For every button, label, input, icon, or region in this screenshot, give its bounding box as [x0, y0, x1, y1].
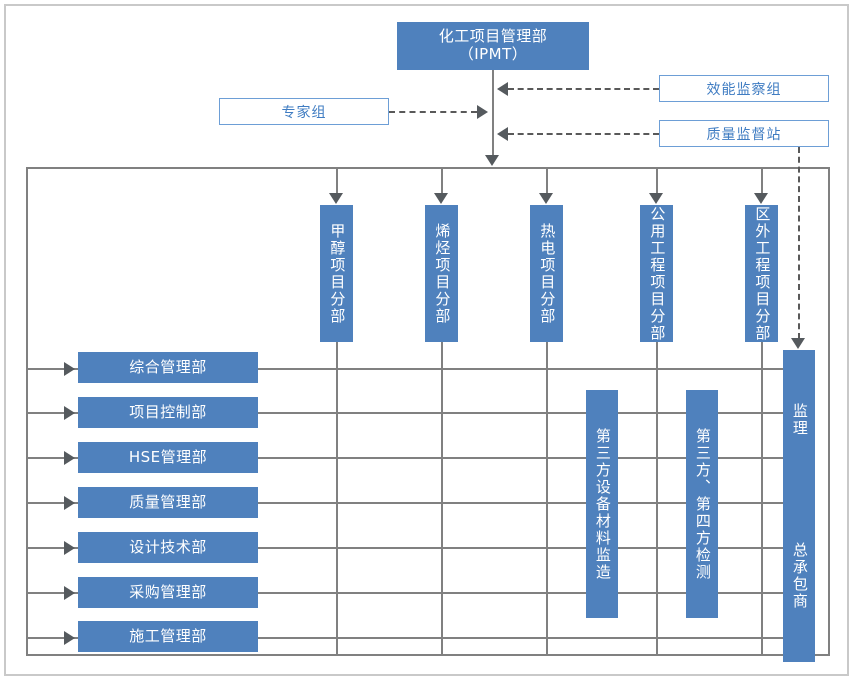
ipmt-stem-arrow-icon — [485, 155, 499, 166]
project-division-label-outzone: 区外工程项目分部 — [753, 205, 772, 342]
department-label-project-control: 项目控制部 — [129, 402, 207, 421]
dept-arrow-procurement-management-icon — [64, 586, 75, 600]
quality-supervision-connector — [508, 133, 659, 135]
division-arrow-outzone-icon — [754, 193, 768, 204]
project-division-box-outzone[interactable]: 区外工程项目分部 — [745, 205, 778, 342]
expert-group-label: 专家组 — [281, 104, 327, 121]
department-label-design-technology: 设计技术部 — [129, 537, 207, 556]
department-label-general-management: 综合管理部 — [129, 357, 207, 376]
dept-row-line-general-management — [26, 368, 798, 370]
project-division-label-thermal: 热电项目分部 — [538, 222, 557, 325]
efficiency-inspection-arrow-icon — [497, 82, 508, 96]
project-division-box-methanol[interactable]: 甲醇项目分部 — [320, 205, 353, 342]
project-division-box-thermal[interactable]: 热电项目分部 — [530, 205, 563, 342]
division-arrow-thermal-icon — [539, 193, 553, 204]
dept-arrow-design-technology-icon — [64, 541, 75, 555]
supervisor-contractor-column[interactable]: 监理 总承包商 — [783, 350, 815, 662]
division-drop-line-outzone — [761, 167, 763, 194]
project-division-box-utility[interactable]: 公用工程项目分部 — [640, 205, 673, 342]
division-drop-line-methanol — [336, 167, 338, 194]
quality-supervision-to-contractor-arrow-icon — [791, 338, 805, 349]
department-label-procurement-management: 采购管理部 — [129, 582, 207, 601]
general-contractor-label: 总承包商 — [790, 541, 809, 610]
department-label-hse-management: HSE管理部 — [128, 447, 208, 466]
dept-arrow-project-control-icon — [64, 406, 75, 420]
quality-supervision-arrow-icon — [497, 127, 508, 141]
department-box-construction-management[interactable]: 施工管理部 — [78, 621, 258, 652]
third-party-label-equipment-supervision: 第三方设备材料监造 — [593, 427, 612, 581]
department-box-general-management[interactable]: 综合管理部 — [78, 352, 258, 383]
project-division-label-utility: 公用工程项目分部 — [648, 205, 667, 342]
division-arrow-olefin-icon — [434, 193, 448, 204]
grid-vline-olefin — [441, 342, 443, 655]
quality-supervision-station-label: 质量监督站 — [706, 126, 782, 143]
grid-vline-thermal — [546, 342, 548, 655]
efficiency-inspection-group-label: 效能监察组 — [706, 81, 782, 98]
department-label-quality-management: 质量管理部 — [129, 492, 207, 511]
dept-row-line-quality-management — [26, 502, 798, 504]
third-party-column-inspection[interactable]: 第三方、第四方检测 — [686, 390, 718, 618]
project-divisions-spine — [336, 167, 761, 169]
department-box-project-control[interactable]: 项目控制部 — [78, 397, 258, 428]
ipmt-title-box[interactable]: 化工项目管理部 （IPMT） — [397, 22, 589, 70]
efficiency-inspection-connector — [508, 88, 659, 90]
expert-group-connector — [389, 111, 477, 113]
dept-row-line-hse-management — [26, 457, 798, 459]
grid-vline-outzone — [761, 342, 763, 655]
expert-group-arrow-icon — [477, 105, 488, 119]
department-box-design-technology[interactable]: 设计技术部 — [78, 532, 258, 563]
grid-vline-methanol — [336, 342, 338, 655]
expert-group-box[interactable]: 专家组 — [219, 98, 389, 125]
third-party-column-equipment-supervision[interactable]: 第三方设备材料监造 — [586, 390, 618, 618]
project-division-label-methanol: 甲醇项目分部 — [328, 222, 347, 325]
project-division-label-olefin: 烯烃项目分部 — [433, 222, 452, 325]
ipmt-title-line2: （IPMT） — [458, 45, 528, 63]
dept-row-line-procurement-management — [26, 592, 798, 594]
department-label-construction-management: 施工管理部 — [129, 626, 207, 645]
project-division-box-olefin[interactable]: 烯烃项目分部 — [425, 205, 458, 342]
dept-row-line-construction-management — [26, 637, 798, 639]
division-arrow-utility-icon — [649, 193, 663, 204]
department-box-quality-management[interactable]: 质量管理部 — [78, 487, 258, 518]
dept-arrow-quality-management-icon — [64, 496, 75, 510]
division-drop-line-thermal — [546, 167, 548, 194]
supervisor-label: 监理 — [790, 402, 809, 437]
ipmt-stem-line — [492, 70, 494, 156]
division-drop-line-utility — [656, 167, 658, 194]
third-party-label-inspection: 第三方、第四方检测 — [693, 427, 712, 581]
efficiency-inspection-group-box[interactable]: 效能监察组 — [659, 75, 829, 102]
quality-supervision-to-contractor-line — [798, 147, 800, 339]
dept-arrow-hse-management-icon — [64, 451, 75, 465]
dept-arrow-construction-management-icon — [64, 631, 75, 645]
division-arrow-methanol-icon — [329, 193, 343, 204]
grid-vline-utility — [656, 342, 658, 655]
quality-supervision-station-box[interactable]: 质量监督站 — [659, 120, 829, 147]
ipmt-title-line1: 化工项目管理部 — [438, 27, 548, 46]
dept-arrow-general-management-icon — [64, 362, 75, 376]
dept-row-line-design-technology — [26, 547, 798, 549]
department-box-hse-management[interactable]: HSE管理部 — [78, 442, 258, 473]
division-drop-line-olefin — [441, 167, 443, 194]
department-box-procurement-management[interactable]: 采购管理部 — [78, 577, 258, 608]
dept-row-line-project-control — [26, 412, 798, 414]
